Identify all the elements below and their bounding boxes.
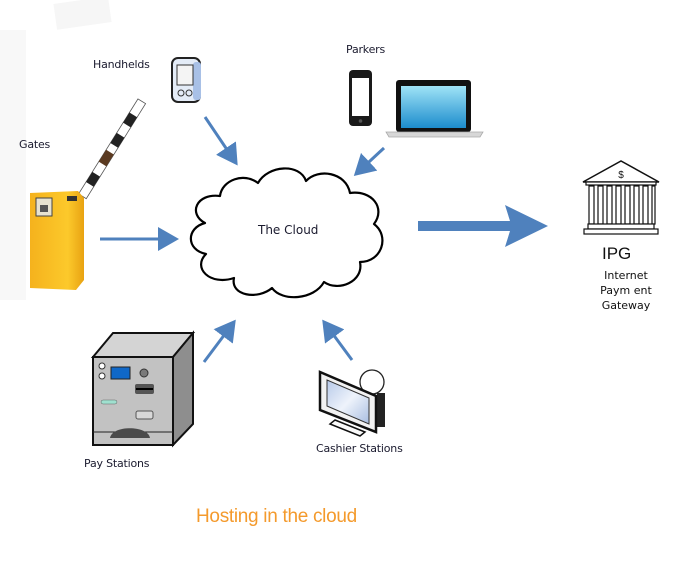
label-ipg: IPG <box>602 244 632 263</box>
pay-station-kiosk-icon <box>90 330 196 448</box>
arrow-cloud-to-ipg <box>418 205 548 247</box>
diagram-caption: Hosting in the cloud <box>196 506 357 527</box>
bank-building-icon: $ <box>582 160 660 235</box>
label-the-cloud: The Cloud <box>258 223 319 237</box>
monitor-icon <box>318 369 385 437</box>
arrow-paystations-to-cloud <box>202 319 236 363</box>
cloud-icon <box>189 167 384 299</box>
ipg-line: Internet <box>604 269 648 282</box>
smartphone-laptop-icon <box>349 70 484 138</box>
arrow-parkers-to-cloud <box>353 146 386 177</box>
label-cashier-stations: Cashier Stations <box>316 442 403 455</box>
label-parkers: Parkers <box>346 43 386 56</box>
label-handhelds: Handhelds <box>93 58 150 71</box>
arrow-cashier-to-cloud <box>322 319 354 361</box>
label-pay-stations: Pay Stations <box>84 457 150 470</box>
ipg-line: Paym ent <box>600 284 652 297</box>
barrier-gate-icon <box>30 98 147 290</box>
dollar-sign-icon: $ <box>618 170 624 181</box>
label-gates: Gates <box>19 138 51 151</box>
label-ipg-description: Internet Paym ent Gateway <box>596 268 656 313</box>
ipg-line: Gateway <box>601 299 651 312</box>
arrow-handhelds-to-cloud <box>203 116 238 166</box>
handheld-device-icon <box>171 57 201 103</box>
background-shape <box>0 30 26 300</box>
